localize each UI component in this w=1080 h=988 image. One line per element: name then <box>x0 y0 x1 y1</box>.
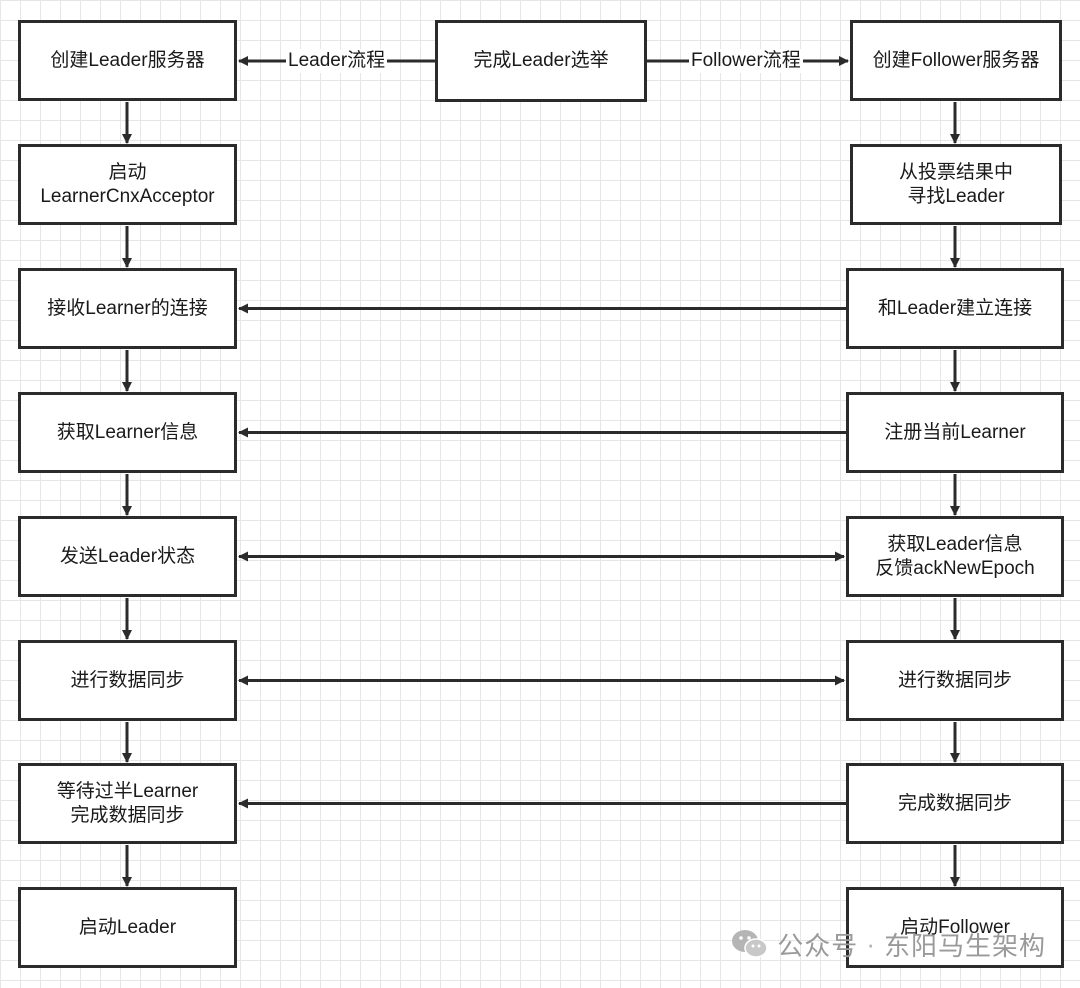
follower-step-label: 创建Follower服务器 <box>872 49 1040 71</box>
leader-step-8: 启动Leader <box>18 887 237 968</box>
follower-step-8: 启动Follower <box>846 887 1064 968</box>
leader-step-2: 启动 LearnerCnxAcceptor <box>18 144 237 225</box>
follower-step-label: 从投票结果中 寻找Leader <box>898 161 1013 207</box>
follower-step-label: 完成数据同步 <box>897 792 1012 814</box>
leader-step-1: 创建Leader服务器 <box>18 20 237 101</box>
leader-step-5: 发送Leader状态 <box>18 516 237 597</box>
follower-step-4: 注册当前Learner <box>846 392 1064 473</box>
leader-step-label: 获取Learner信息 <box>56 421 199 443</box>
leader-step-label: 发送Leader状态 <box>59 545 196 567</box>
watermark-account-name: 东阳马生架构 <box>883 930 1046 961</box>
follower-step-label: 和Leader建立连接 <box>877 297 1033 319</box>
follower-step-label: 获取Leader信息 反馈ackNewEpoch <box>875 533 1035 579</box>
watermark: 公众号 · 东阳马生架构 <box>731 924 1046 964</box>
follower-flow-label: Follower流程 <box>689 49 803 73</box>
leader-step-label: 启动 LearnerCnxAcceptor <box>40 161 215 207</box>
follower-step-7: 完成数据同步 <box>846 763 1064 844</box>
leader-step-3: 接收Learner的连接 <box>18 268 237 349</box>
leader-step-label: 等待过半Learner 完成数据同步 <box>56 780 199 826</box>
follower-step-2: 从投票结果中 寻找Leader <box>850 144 1062 225</box>
wechat-icon <box>732 930 769 958</box>
leader-step-7: 等待过半Learner 完成数据同步 <box>18 763 237 844</box>
watermark-account-type: 公众号 <box>777 930 859 961</box>
leader-step-label: 创建Leader服务器 <box>50 49 205 71</box>
leader-step-4: 获取Learner信息 <box>18 392 237 473</box>
leader-election-complete-node: 完成Leader选举 <box>435 20 647 102</box>
leader-flow-label: Leader流程 <box>286 49 388 73</box>
follower-step-5: 获取Leader信息 反馈ackNewEpoch <box>846 516 1064 597</box>
leader-step-6: 进行数据同步 <box>18 640 237 721</box>
leader-step-label: 接收Learner的连接 <box>47 297 208 319</box>
follower-step-1: 创建Follower服务器 <box>850 20 1062 101</box>
follower-step-6: 进行数据同步 <box>846 640 1064 721</box>
follower-step-label: 注册当前Learner <box>884 421 1026 443</box>
follower-step-label: 进行数据同步 <box>897 669 1012 691</box>
watermark-separator: · <box>866 928 876 959</box>
leader-step-label: 启动Leader <box>78 916 177 938</box>
follower-step-label: 启动Follower <box>900 916 1010 938</box>
follower-step-3: 和Leader建立连接 <box>846 268 1064 349</box>
leader-step-label: 进行数据同步 <box>70 669 185 691</box>
